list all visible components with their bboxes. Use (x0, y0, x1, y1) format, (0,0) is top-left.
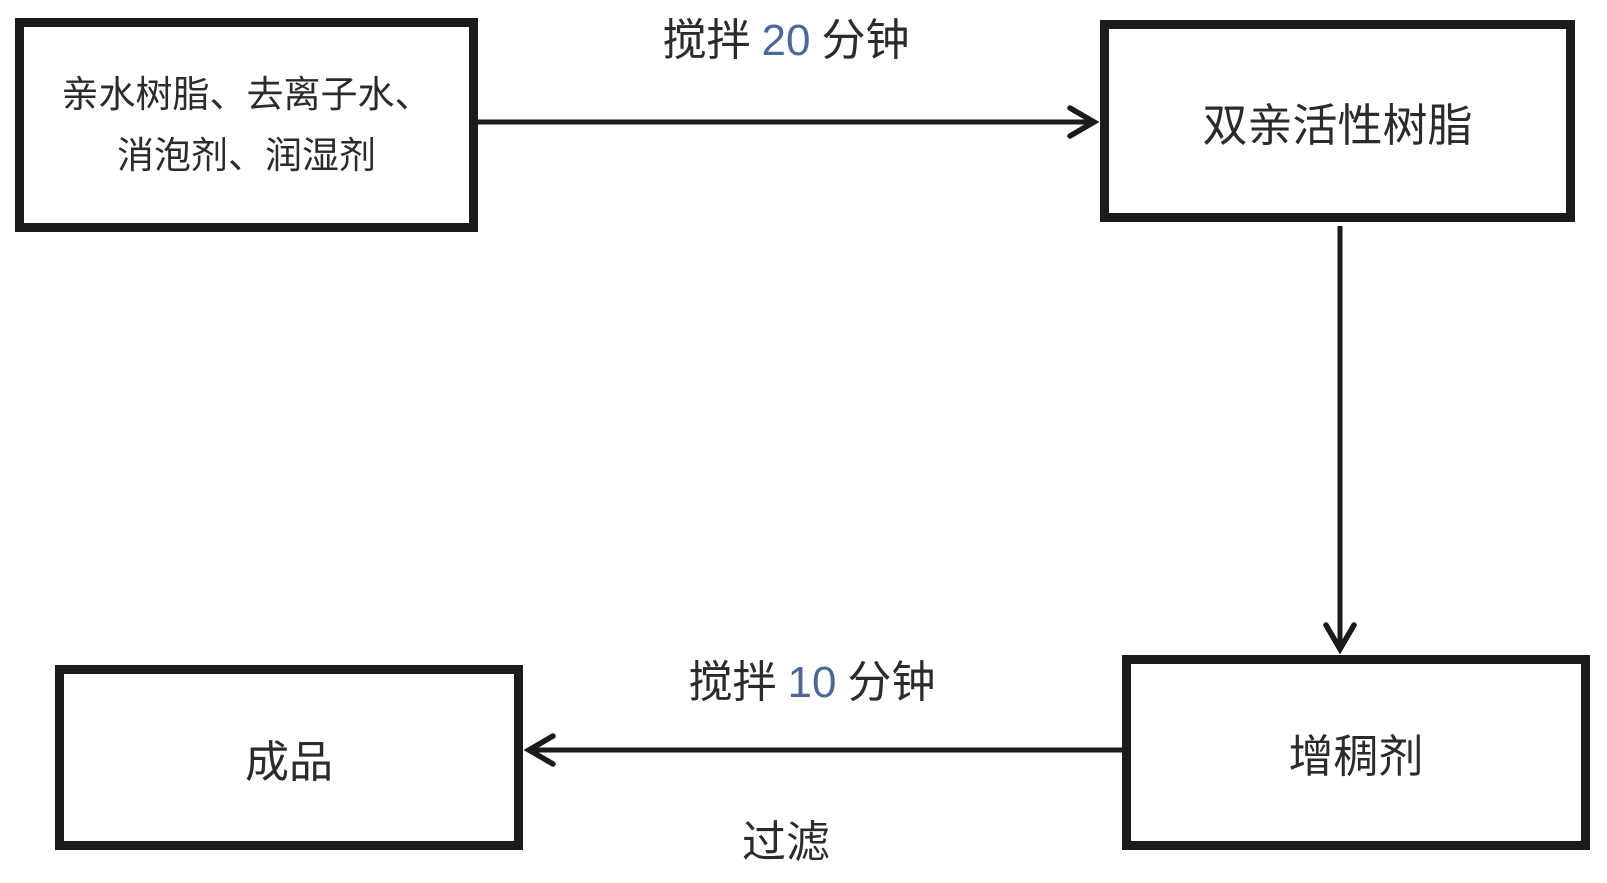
node-thickener-label: 增稠剂 (1288, 731, 1424, 782)
node-ingredients: 亲水树脂、去离子水、 消泡剂、润湿剂 (15, 18, 478, 232)
node-final-product: 成品 (55, 665, 523, 850)
edge-label-stir-10-suffix: 分钟 (847, 658, 936, 707)
node-amphiphilic-resin-label: 双亲活性树脂 (1202, 99, 1473, 151)
node-thickener: 增稠剂 (1122, 655, 1590, 850)
edge-label-filter: 过滤 (742, 818, 830, 867)
edge-label-stir-20-prefix: 搅拌 (662, 16, 751, 65)
node-ingredients-line1: 亲水树脂、去离子水、 (61, 73, 432, 115)
edge-label-stir-10-prefix: 搅拌 (688, 658, 777, 707)
edge-label-stir-20-number: 20 (761, 16, 811, 65)
node-ingredients-line2: 消泡剂、润湿剂 (117, 135, 376, 176)
node-amphiphilic-resin: 双亲活性树脂 (1100, 20, 1575, 222)
edge-label-stir-10-number: 10 (787, 658, 837, 707)
edge-label-stir-20-suffix: 分钟 (821, 16, 910, 65)
node-final-product-label: 成品 (245, 737, 333, 787)
